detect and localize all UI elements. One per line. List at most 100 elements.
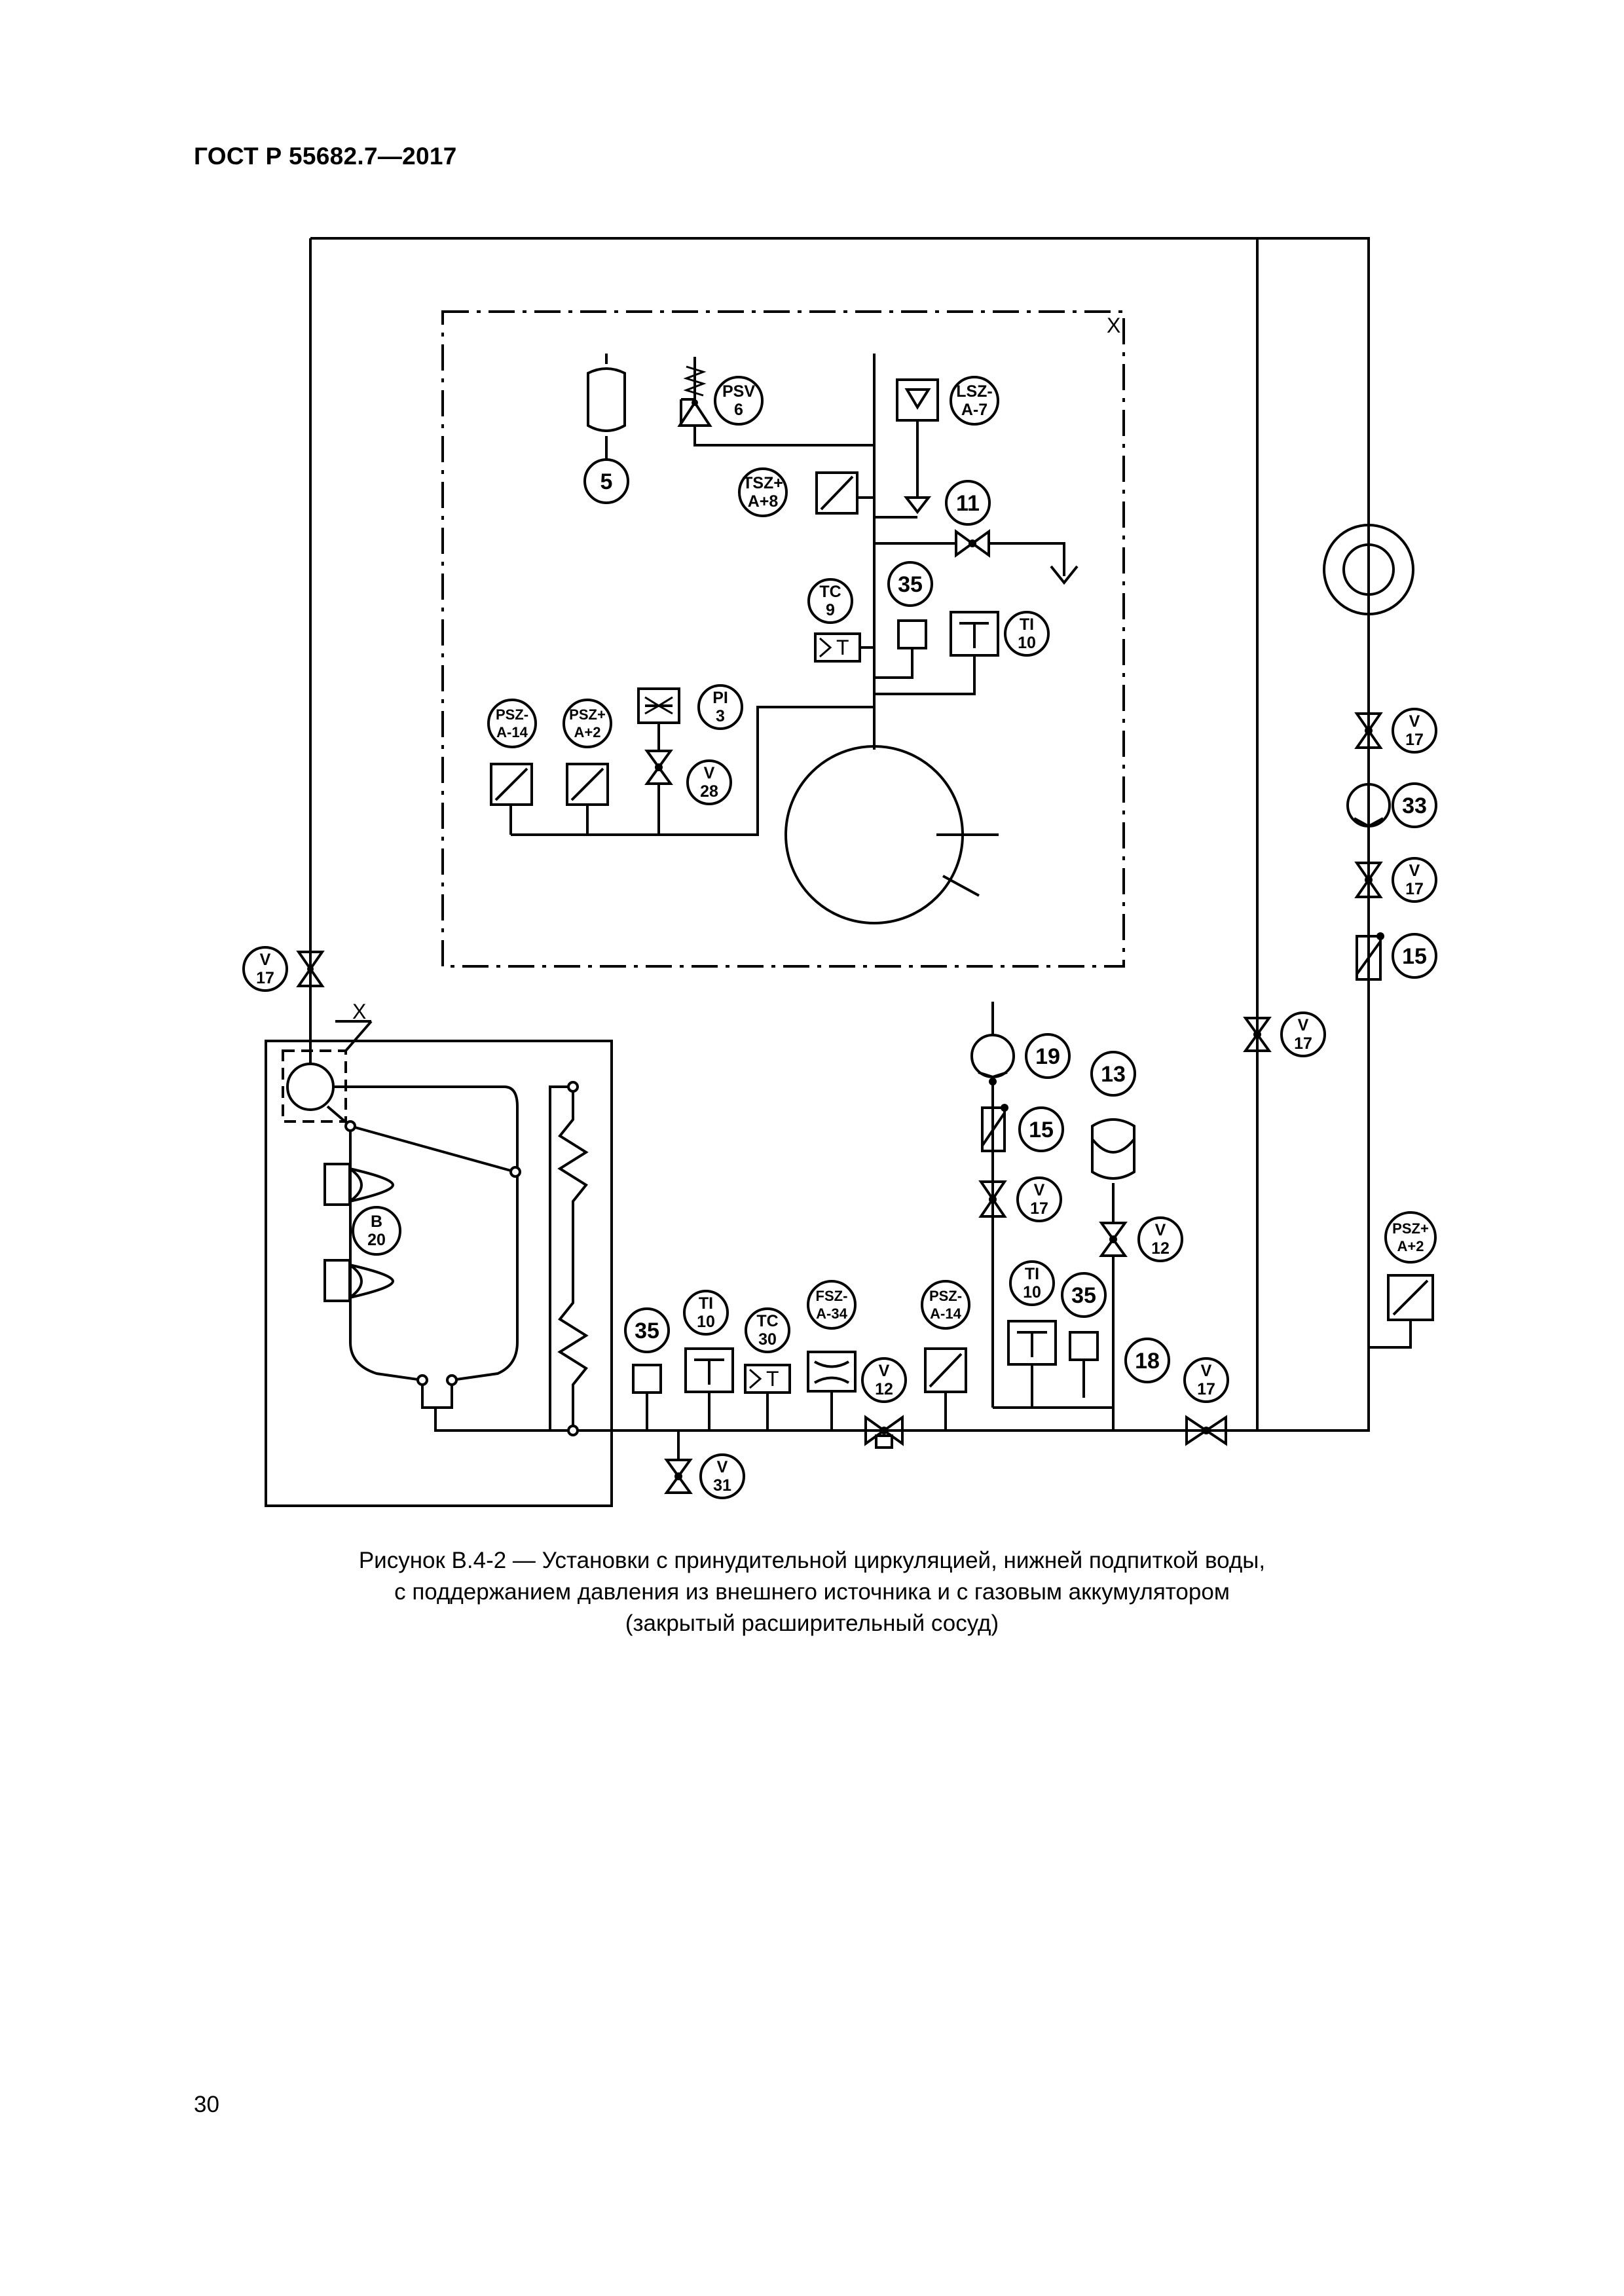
- lsz-a7-tag-number: A-7: [961, 401, 987, 419]
- item-35-right-tag: 35: [1071, 1283, 1096, 1308]
- accumulator-13: [1091, 1118, 1135, 1180]
- sensor-35-top-box: [897, 619, 927, 649]
- valve-28: [644, 750, 673, 785]
- valve-17-right-mid: [1243, 1017, 1272, 1052]
- v-17-right-mid-tag-code: V: [1298, 1016, 1309, 1034]
- tsz-box: [815, 471, 858, 515]
- pi-3-tag-number: 3: [716, 707, 725, 725]
- v-12-bottom-tag-number: 12: [875, 1380, 893, 1398]
- psz-a14-bottom-tag-code: PSZ-: [929, 1288, 962, 1304]
- caption-line-3: (закрытый расширительный сосуд): [625, 1611, 999, 1636]
- lsz-box: [896, 378, 939, 422]
- valve-17-right-top: [1354, 712, 1383, 749]
- ti-10-right-tag-code: TI: [1025, 1265, 1039, 1283]
- tc-30-sensor-letter: T: [766, 1367, 779, 1391]
- v-28-tag-number: 28: [700, 782, 718, 801]
- sensor-35-bottom-box: [632, 1364, 662, 1394]
- page-number: 30: [194, 2092, 219, 2117]
- pump-19: [970, 1034, 1015, 1078]
- flow-meter-ring-inner: [1342, 543, 1395, 596]
- psz-a2-top-tag-number: A+2: [574, 724, 601, 740]
- v-17-right-low-tag-number: 17: [1405, 880, 1424, 898]
- item-15-mid-tag: 15: [1029, 1118, 1054, 1142]
- tsz-a8-tag-number: A+8: [748, 492, 779, 511]
- vessel-5: [587, 367, 626, 432]
- v-17-left-tag-code: V: [260, 951, 271, 969]
- v-17-right-low-tag-code: V: [1409, 862, 1420, 880]
- item-15-right-tag: 15: [1402, 944, 1427, 969]
- ti-10-top-tag-code: TI: [1020, 615, 1034, 634]
- valve-12-mid: [1099, 1222, 1128, 1257]
- v-28-tag-code: V: [704, 764, 715, 782]
- tc-9-tag-number: 9: [826, 601, 835, 619]
- tc-9-sensor-letter: T: [836, 636, 849, 659]
- enclosure-mark-main: X: [1107, 314, 1120, 337]
- v-17-right-mid-tag-number: 17: [1294, 1034, 1312, 1053]
- psz-a14-top-tag-number: A-14: [496, 724, 528, 740]
- valve-17-mid: [978, 1180, 1007, 1218]
- v-31-tag-number: 31: [713, 1476, 731, 1495]
- fsz-a34-tag-number: A-34: [816, 1305, 847, 1322]
- fsz-a34-box: [807, 1351, 857, 1393]
- enclosure-x-boundary: [441, 310, 1125, 968]
- valve-31: [664, 1459, 693, 1494]
- valve-17-right-low: [1354, 862, 1383, 898]
- caption-line-2: с поддержанием давления из внешнего исто…: [394, 1579, 1230, 1605]
- ti-10-top-tag-number: 10: [1018, 634, 1036, 652]
- item-5-tag: 5: [600, 469, 613, 494]
- item-19-tag: 19: [1035, 1044, 1060, 1069]
- b-20-tag-code: B: [371, 1212, 382, 1231]
- burner-lower: [323, 1259, 351, 1302]
- item-18-tag: 18: [1135, 1349, 1160, 1374]
- psv-6-tag-number: 6: [734, 401, 743, 419]
- tc-9-tag-code: TC: [819, 583, 841, 601]
- enclosure-mark-boiler: X: [352, 1000, 366, 1023]
- pi-3-tag-code: PI: [712, 689, 728, 707]
- ti-10-bottom-tag-number: 10: [697, 1313, 715, 1331]
- burner-upper: [323, 1163, 351, 1206]
- v-17-bottom-tag-number: 17: [1197, 1380, 1215, 1398]
- lsz-a7-tag-code: LSZ-: [956, 382, 993, 401]
- boiler-enclosure: [265, 1040, 613, 1507]
- sensor-35-right-box: [1069, 1331, 1099, 1361]
- figure-caption: Рисунок В.4-2 — Установки с принудительн…: [262, 1545, 1362, 1639]
- b-20-tag-number: 20: [367, 1231, 386, 1249]
- ti-10-right-tag-number: 10: [1023, 1283, 1041, 1302]
- valve-11: [955, 529, 990, 558]
- psz-a2-right-tag-code: PSZ+: [1392, 1220, 1429, 1237]
- psz-a14-bottom-tag-number: A-14: [930, 1305, 961, 1322]
- item-35-bottom-tag: 35: [635, 1319, 659, 1343]
- tag-labels: PSV 6 5 LSZ- A-7 TSZ+ A+8 11 35 TC 9 TI …: [256, 382, 1429, 1495]
- tc-30-tag-number: 30: [758, 1330, 777, 1349]
- item-11-tag: 11: [956, 491, 980, 516]
- fsz-a34-tag-code: FSZ-: [816, 1288, 848, 1304]
- psz-a2-top-tag-code: PSZ+: [569, 706, 606, 723]
- item-33-tag: 33: [1402, 793, 1427, 818]
- v-17-bottom-tag-code: V: [1201, 1362, 1212, 1380]
- v-17-left-tag-number: 17: [256, 969, 274, 987]
- v-12-mid-tag-number: 12: [1151, 1239, 1170, 1258]
- valve-17-bottom: [1185, 1415, 1227, 1446]
- v-31-tag-code: V: [717, 1458, 728, 1476]
- psv-6-tag-code: PSV: [722, 382, 755, 401]
- v-17-mid-tag-code: V: [1034, 1181, 1045, 1199]
- psz-a2-right-tag-number: A+2: [1397, 1238, 1424, 1254]
- item-35-top-tag: 35: [898, 572, 923, 597]
- main-vessel: [784, 745, 964, 924]
- filter-15-right: [1356, 935, 1382, 981]
- item-13-tag: 13: [1101, 1062, 1126, 1087]
- flow-meter-ring-outer: [1323, 524, 1414, 615]
- v-17-mid-tag-number: 17: [1030, 1199, 1048, 1218]
- ti-10-bottom-tag-code: TI: [699, 1294, 713, 1313]
- psz-a14-top-tag-code: PSZ-: [496, 706, 528, 723]
- v-17-right-top-tag-code: V: [1409, 712, 1420, 731]
- valve-17-left: [296, 951, 325, 987]
- v-17-right-top-tag-number: 17: [1405, 731, 1424, 749]
- caption-line-1: Рисунок В.4-2 — Установки с принудительн…: [358, 1548, 1266, 1573]
- psv-valve-body: [677, 400, 712, 427]
- boiler-pump: [286, 1063, 335, 1111]
- tc-30-tag-code: TC: [756, 1312, 778, 1330]
- right-loop-pipe: [570, 237, 1370, 1432]
- tsz-a8-tag-code: TSZ+: [743, 474, 783, 492]
